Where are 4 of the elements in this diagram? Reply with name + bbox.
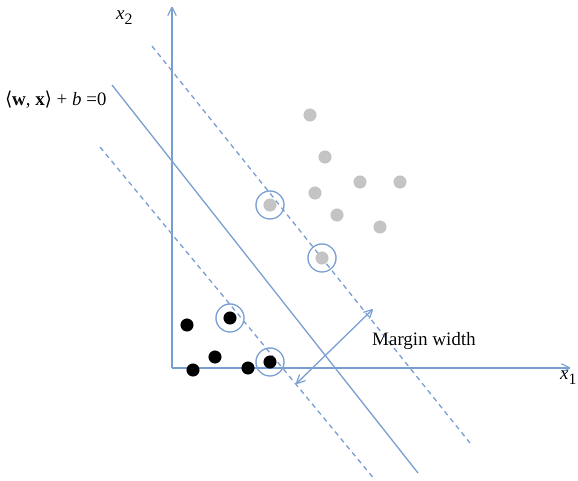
axis-label: x$_{2}$: [116, 4, 132, 28]
margin-label: Margin width: [372, 330, 476, 351]
equation-label: ⟨w, x⟩ + b =0: [5, 90, 106, 111]
axis-label: x$_{1}$: [560, 364, 576, 388]
